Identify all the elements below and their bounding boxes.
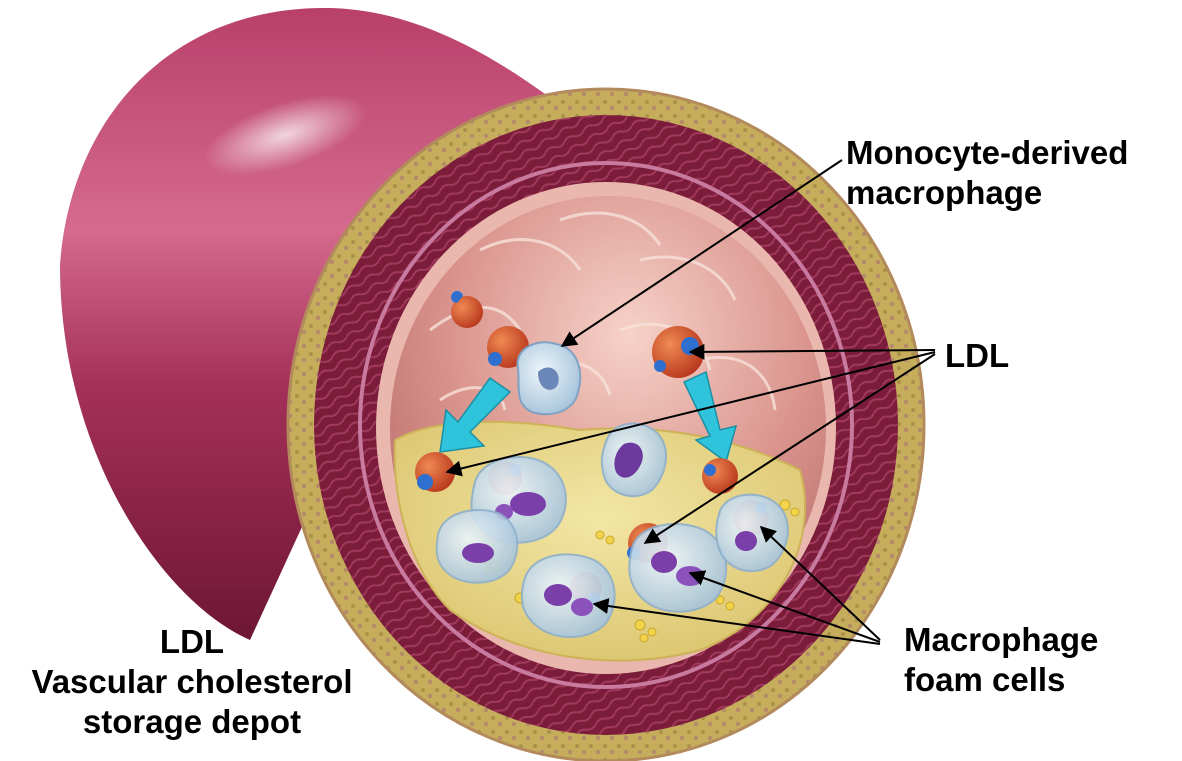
foam-cell xyxy=(522,554,615,637)
foam-cell xyxy=(629,524,726,612)
monocyte-label-line1: Monocyte-derived xyxy=(846,133,1128,173)
monocyte-label-line2: macrophage xyxy=(846,173,1128,213)
foam-cell xyxy=(437,510,518,583)
foam-cell xyxy=(716,495,788,571)
depot-label-line3: storage depot xyxy=(0,702,384,742)
depot-label-line2: Vascular cholesterol xyxy=(0,662,384,702)
monocyte-macrophage-label: Monocyte-derived macrophage xyxy=(846,133,1128,213)
storage-depot-label: LDL Vascular cholesterol storage depot xyxy=(0,622,384,742)
monocyte-macrophage xyxy=(518,342,581,414)
depot-label-line1: LDL xyxy=(0,622,384,662)
foam-cells-label: Macrophage foam cells xyxy=(904,620,1098,700)
foam-label-line1: Macrophage xyxy=(904,620,1098,660)
foam-cell xyxy=(602,424,666,497)
foam-label-line2: foam cells xyxy=(904,660,1098,700)
ldl-particle xyxy=(702,458,738,494)
ldl-label: LDL xyxy=(945,336,1009,376)
